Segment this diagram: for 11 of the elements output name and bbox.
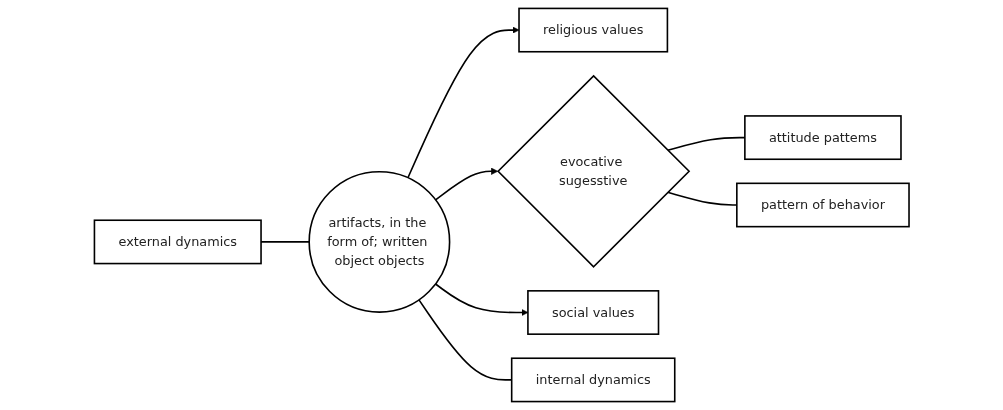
node-box: external dynamics (93, 219, 262, 265)
connector (260, 241, 310, 243)
node-diamond: evocative sugesstive (496, 74, 690, 268)
node-box: pattern of behavior (735, 182, 910, 228)
arrow (434, 167, 498, 201)
arrow (434, 283, 528, 317)
node-circle: artifacts, in the form of; written object objects (308, 170, 451, 313)
node-box: attitude pattems (743, 115, 902, 161)
node-box: social values (526, 290, 660, 335)
node-box: religious values (518, 7, 668, 53)
node-box: internal dynamics (510, 357, 676, 403)
